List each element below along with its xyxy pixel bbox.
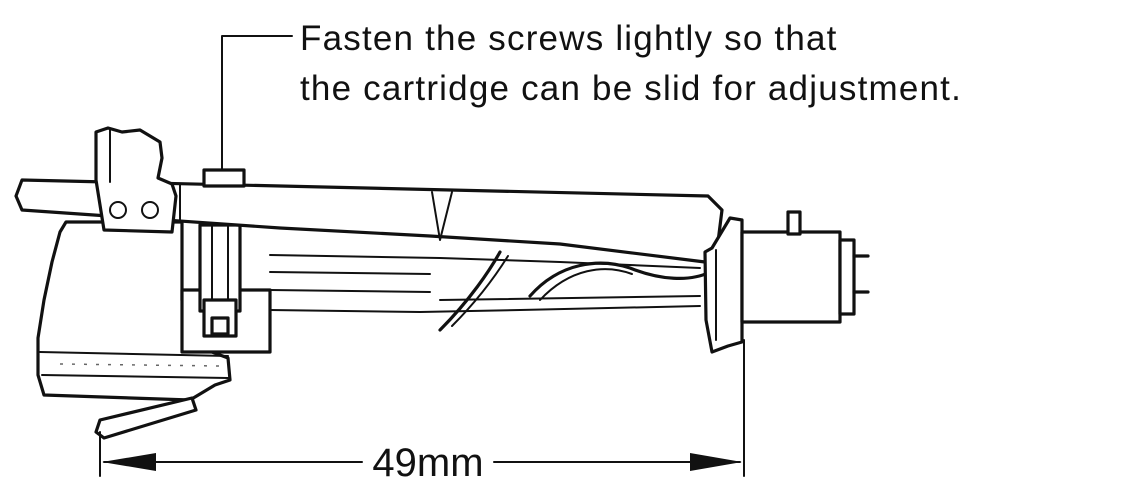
stylus-cantilever [94, 396, 198, 440]
headshell-plate [14, 168, 724, 264]
connector-flange [703, 216, 744, 354]
dimension-arrow-right [690, 453, 742, 471]
dimension-label: 49mm [372, 441, 483, 485]
callout-text-line-1: Fasten the screws lightly so that [300, 19, 838, 58]
connector-plug [740, 210, 870, 324]
dimension-extension-lines [99, 339, 745, 477]
finger-lift [94, 126, 178, 234]
dimension-line [102, 453, 742, 471]
callout-text-line-2: the cartridge can be slid for adjustment… [300, 69, 962, 108]
lead-wires [269, 250, 712, 332]
callout-leader-line [221, 35, 293, 173]
mounting-block [180, 223, 272, 354]
dimension-arrow-left [102, 453, 156, 471]
